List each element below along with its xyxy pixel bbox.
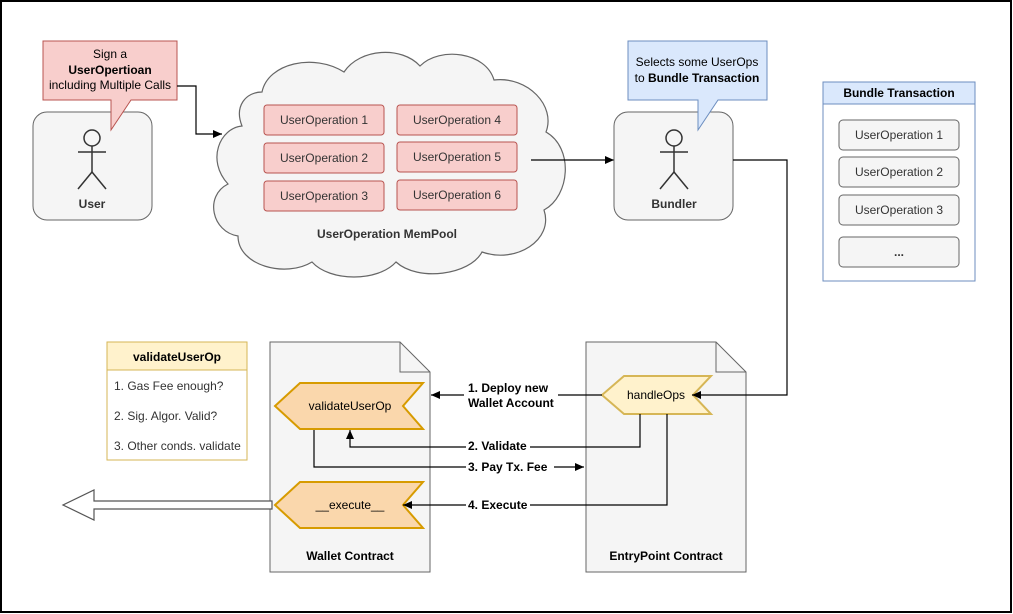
bundler-callout-line2-bold: Bundle Transaction bbox=[648, 71, 759, 85]
wallet-contract-label: Wallet Contract bbox=[306, 549, 394, 563]
entrypoint-doc-fold bbox=[715, 342, 746, 373]
wallet-contract-doc bbox=[269, 341, 431, 573]
wallet-doc-fold bbox=[399, 342, 430, 373]
user-actor-icon bbox=[77, 129, 107, 190]
step-execute: 4. Execute bbox=[468, 498, 528, 512]
bundler-actor-icon bbox=[659, 129, 689, 190]
bundle-item-ellipsis-label: ... bbox=[894, 245, 904, 259]
mempool-ops: UserOperation 1 UserOperation 4 UserOper… bbox=[263, 104, 518, 212]
mempool-op-4 bbox=[396, 104, 518, 136]
user-callout-line2: UserOpertioan bbox=[68, 63, 151, 77]
bundle-item-1 bbox=[838, 119, 960, 151]
bundle-item-3-label: UserOperation 3 bbox=[855, 203, 943, 217]
mempool-op-1 bbox=[263, 104, 385, 136]
bundle-item-1-label: UserOperation 1 bbox=[855, 128, 943, 142]
validate-info-header bbox=[106, 341, 248, 371]
bundler-callout bbox=[627, 40, 768, 132]
entrypoint-contract-label: EntryPoint Contract bbox=[609, 549, 722, 563]
mempool-op-3-label: UserOperation 3 bbox=[280, 189, 368, 203]
user-label: User bbox=[79, 197, 106, 211]
mempool-op-2 bbox=[263, 142, 385, 174]
mempool-op-5-label: UserOperation 5 bbox=[413, 150, 501, 164]
bundle-item-3 bbox=[838, 194, 960, 226]
user-callout bbox=[42, 40, 178, 132]
pay-label-bg bbox=[466, 458, 554, 474]
step-validate: 2. Validate bbox=[468, 439, 527, 453]
mempool-op-2-label: UserOperation 2 bbox=[280, 151, 368, 165]
execute-output-arrow bbox=[61, 489, 273, 521]
bundler-callout-line2: to Bundle Transaction bbox=[635, 71, 760, 85]
execute-label: __execute__ bbox=[315, 498, 385, 512]
user-to-mempool-arrow bbox=[177, 85, 222, 138]
mempool-op-3 bbox=[263, 180, 385, 212]
validate-label-bg bbox=[466, 438, 530, 454]
bundler-to-handleops-arrow bbox=[692, 159, 788, 399]
validate-info-item-3: 3. Other conds. validate bbox=[114, 439, 241, 453]
validate-info-title: validateUserOp bbox=[133, 350, 221, 364]
mempool-op-1-label: UserOperation 1 bbox=[280, 113, 368, 127]
mempool-label: UserOperation MemPool bbox=[317, 227, 457, 241]
validate-info-item-2: 2. Sig. Algor. Valid? bbox=[114, 409, 218, 423]
execute-label-bg bbox=[466, 497, 530, 513]
bundler-label: Bundler bbox=[651, 197, 697, 211]
bundle-item-ellipsis bbox=[838, 236, 960, 268]
step-pay-fee: 3. Pay Tx. Fee bbox=[468, 460, 548, 474]
mempool-op-5 bbox=[396, 141, 518, 173]
bundler-callout-line2-prefix: to bbox=[635, 71, 648, 85]
bundle-panel-header bbox=[822, 81, 976, 105]
deploy-label-bg bbox=[464, 381, 558, 411]
bundle-title: Bundle Transaction bbox=[843, 86, 954, 100]
step-deploy-line1: 1. Deploy new bbox=[468, 381, 549, 395]
handle-ops-label: handleOps bbox=[627, 388, 685, 402]
mempool-op-6-label: UserOperation 6 bbox=[413, 188, 501, 202]
mempool-op-4-label: UserOperation 4 bbox=[413, 113, 501, 127]
mempool-op-6 bbox=[396, 179, 518, 211]
bundler-callout-line1: Selects some UserOps bbox=[636, 55, 759, 69]
validate-info-item-1: 1. Gas Fee enough? bbox=[114, 379, 224, 393]
user-callout-line3: including Multiple Calls bbox=[49, 78, 171, 92]
bundle-item-2-label: UserOperation 2 bbox=[855, 165, 943, 179]
step-deploy-line2: Wallet Account bbox=[468, 396, 554, 410]
user-callout-line1: Sign a bbox=[93, 47, 127, 61]
bundle-item-2 bbox=[838, 156, 960, 188]
validate-userop-function bbox=[273, 382, 426, 430]
validate-userop-label: validateUserOp bbox=[309, 399, 392, 413]
